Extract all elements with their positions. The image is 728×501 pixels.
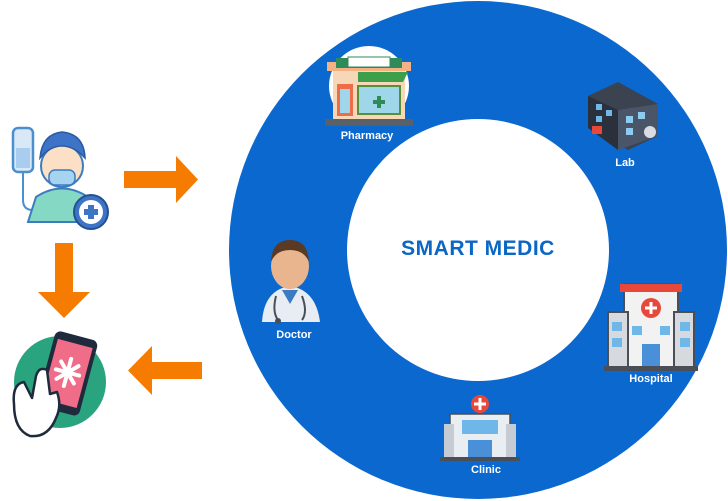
phone-tap-medical-icon bbox=[12, 331, 106, 438]
inner-circle bbox=[347, 119, 609, 381]
arrow-left bbox=[128, 346, 202, 395]
clinic-icon bbox=[440, 395, 520, 461]
pharmacy-label: Pharmacy bbox=[340, 130, 394, 142]
doctor-label: Doctor bbox=[276, 329, 312, 341]
arrow-right bbox=[124, 156, 198, 203]
arrow-down bbox=[38, 243, 90, 318]
clinic-label: Clinic bbox=[471, 464, 501, 476]
patient-iv-icon bbox=[11, 126, 109, 230]
lab-label: Lab bbox=[615, 157, 635, 169]
lab-building-icon bbox=[588, 82, 658, 150]
hospital-label: Hospital bbox=[629, 373, 673, 385]
diagram-title: SMART MEDIC bbox=[401, 237, 555, 260]
hospital-icon bbox=[604, 283, 698, 371]
pharmacy-icon bbox=[325, 46, 413, 126]
doctor-icon bbox=[262, 240, 320, 324]
